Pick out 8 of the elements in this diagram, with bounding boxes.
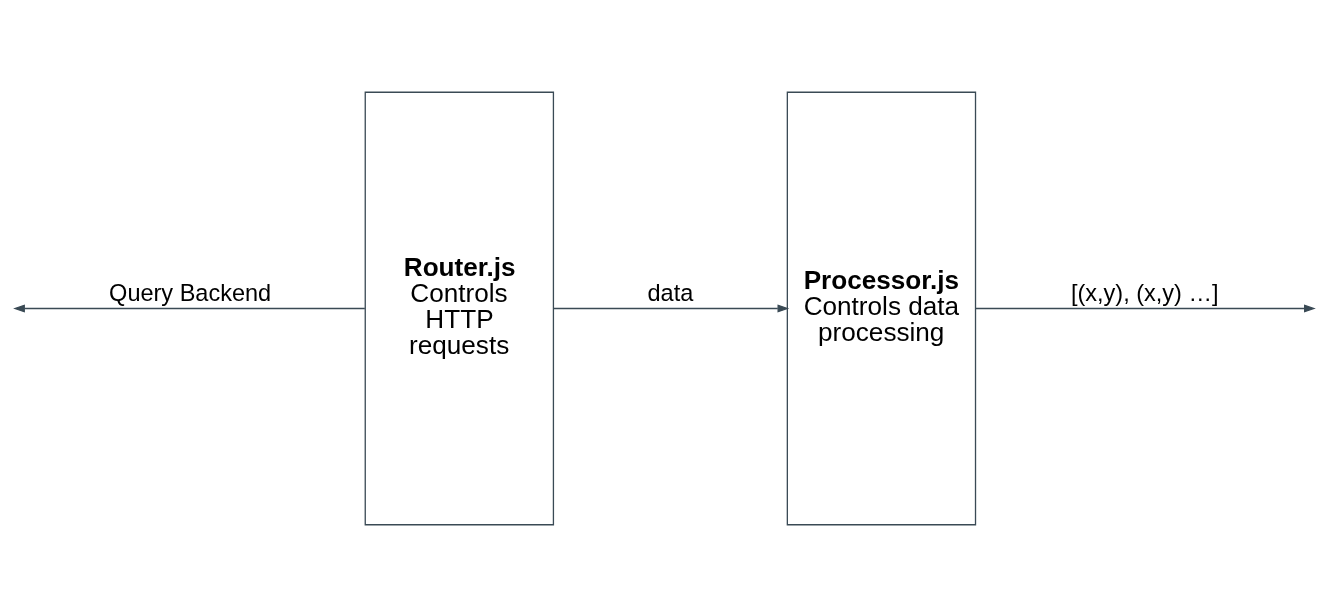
- arrow: [553, 303, 790, 313]
- node-box: Router.js Controls HTTP requests: [364, 91, 555, 525]
- edge-label: [(x,y), (x,y) …]: [1070, 279, 1219, 306]
- node-box: Processor.js Controls data processing: [786, 91, 977, 525]
- arrow: [13, 303, 366, 313]
- arrow: [975, 303, 1316, 313]
- edge-label: data: [647, 279, 694, 306]
- edge-label: Query Backend: [109, 279, 272, 306]
